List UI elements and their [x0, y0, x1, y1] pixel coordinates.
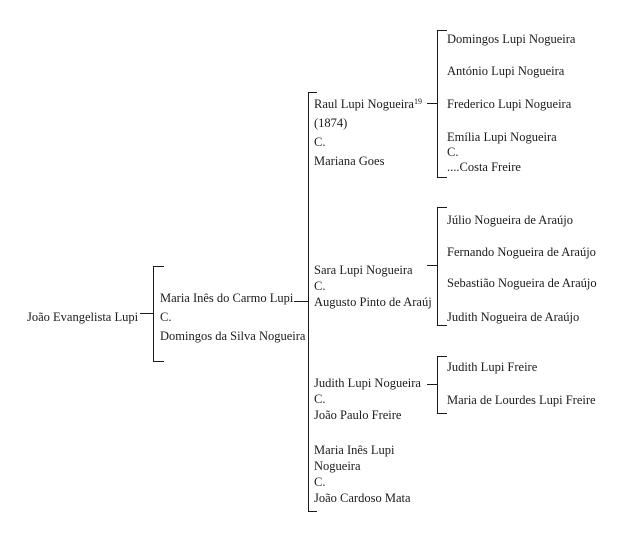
person-julio-nogueira-de-araujo: Júlio Nogueira de Araújo — [447, 213, 574, 227]
connector-raul-to-children — [427, 103, 437, 104]
couple-block-gen1: Maria Inês do Carmo Lupi C. Domingos da … — [160, 289, 305, 346]
person-joao-evangelista-lupi: João Evangelista Lupi — [27, 310, 139, 324]
bracket-raul-children — [437, 30, 447, 178]
person-judith-lupi-freire: Judith Lupi Freire — [447, 360, 538, 374]
marriage-abbrev-emilia: C. — [447, 145, 459, 159]
marriage-abbrev-maria-ines: C. — [314, 475, 326, 489]
connector-sara-to-children — [427, 265, 437, 266]
raul-name: Raul Lupi Nogueira — [314, 97, 414, 111]
person-maria-de-lourdes-lupi-freire: Maria de Lourdes Lupi Freire — [447, 393, 596, 407]
person-joao-paulo-freire: João Paulo Freire — [314, 408, 402, 422]
person-fernando-nogueira-de-araujo: Fernando Nogueira de Araújo — [447, 245, 596, 259]
marriage-abbrev-raul: C. — [314, 135, 326, 149]
person-judith-nogueira-de-araujo: Judith Nogueira de Araújo — [447, 310, 580, 324]
person-sara-lupi-nogueira: Sara Lupi Nogueira — [314, 263, 413, 277]
person-block-sara: Sara Lupi Nogueira C. Augusto Pinto de A… — [314, 262, 432, 310]
person-maria-ines-lupi-line2: Nogueira — [314, 459, 361, 473]
person-block-judith: Judith Lupi Nogueira C. João Paulo Freir… — [314, 375, 421, 423]
person-frederico-lupi-nogueira: Frederico Lupi Nogueira — [447, 97, 572, 111]
marriage-abbrev-judith: C. — [314, 392, 326, 406]
person-costa-freire: ....Costa Freire — [447, 160, 521, 174]
person-block-raul: Raul Lupi Nogueira19 (1874) C. Mariana G… — [314, 95, 422, 171]
connector-root-to-gen1 — [140, 313, 153, 314]
person-maria-ines-lupi-line1: Maria Inês Lupi — [314, 443, 395, 457]
connector-judith-to-children — [427, 384, 437, 385]
person-domingos-lupi-nogueira: Domingos Lupi Nogueira — [447, 32, 576, 46]
marriage-abbrev-gen1: C. — [160, 310, 172, 324]
bracket-gen1-couple — [153, 266, 164, 362]
person-judith-lupi-nogueira: Judith Lupi Nogueira — [314, 376, 421, 390]
person-mariana-goes: Mariana Goes — [314, 154, 385, 168]
connector-gen1-to-gen2 — [294, 301, 308, 302]
footnote-marker-19: 19 — [413, 97, 422, 106]
person-block-maria-ines: Maria Inês Lupi Nogueira C. João Cardoso… — [314, 442, 411, 506]
person-block-emilia: Emília Lupi Nogueira C. ....Costa Freire — [447, 130, 557, 175]
person-antonio-lupi-nogueira: António Lupi Nogueira — [447, 64, 565, 78]
person-sebastiao-nogueira-de-araujo: Sebastião Nogueira de Araújo — [447, 276, 597, 290]
person-augusto-pinto-de-arauj: Augusto Pinto de Araúj — [314, 295, 432, 309]
person-maria-ines-do-carmo-lupi: Maria Inês do Carmo Lupi — [160, 291, 294, 305]
bracket-judith-children — [437, 356, 447, 414]
person-emilia-lupi-nogueira: Emília Lupi Nogueira — [447, 130, 557, 144]
person-raul-lupi-nogueira: Raul Lupi Nogueira19 — [314, 95, 422, 114]
person-domingos-da-silva-nogueira: Domingos da Silva Nogueira — [160, 329, 306, 343]
bracket-gen2-children — [308, 92, 317, 512]
bracket-sara-children — [437, 207, 447, 326]
person-joao-cardoso-mata: João Cardoso Mata — [314, 491, 411, 505]
raul-birth-year: (1874) — [314, 116, 348, 130]
marriage-abbrev-sara: C. — [314, 279, 326, 293]
